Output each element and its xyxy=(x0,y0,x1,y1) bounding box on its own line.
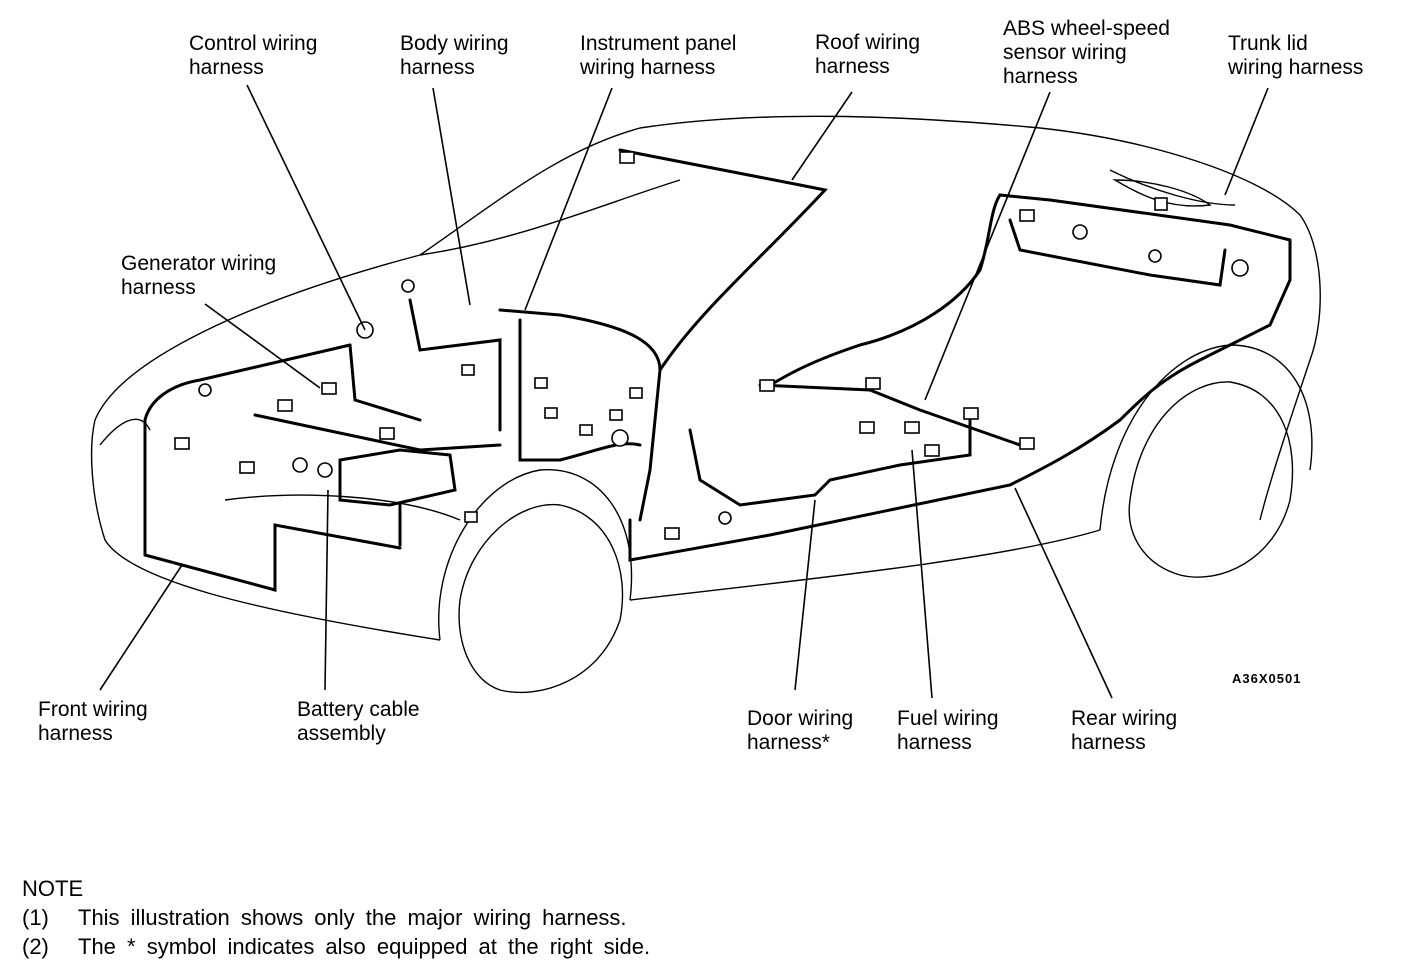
label-generator-wiring-harness: Generator wiring harness xyxy=(121,252,276,300)
label-line: ABS wheel-speed xyxy=(1003,17,1170,40)
label-line: Battery cable xyxy=(297,698,420,721)
harness-wires xyxy=(143,148,1292,592)
label-line: Roof wiring xyxy=(815,31,921,54)
note-item-text: The * symbol indicates also equipped at … xyxy=(78,934,651,959)
note-item-2: (2) The * symbol indicates also equipped … xyxy=(22,932,650,961)
label-roof-wiring-harness: Roof wiring harness xyxy=(815,31,920,79)
label-line: harness xyxy=(815,55,890,78)
rear-wheel xyxy=(1099,344,1313,578)
label-line: sensor wiring xyxy=(1003,41,1127,64)
label-line: harness* xyxy=(747,731,830,754)
label-line: Rear wiring xyxy=(1071,707,1178,730)
label-battery-cable-assembly: Battery cable assembly xyxy=(297,698,420,746)
label-line: harness xyxy=(189,56,264,79)
note-item-number: (2) xyxy=(22,934,49,959)
note-title: NOTE xyxy=(22,876,84,901)
label-line: Fuel wiring xyxy=(897,707,999,730)
leader-lines xyxy=(99,84,1269,699)
label-line: Control wiring xyxy=(189,32,318,55)
note-block: NOTE (1) This illustration shows only the… xyxy=(22,874,650,961)
note-item-number: (1) xyxy=(22,905,49,930)
label-line: harness xyxy=(38,722,113,745)
label-line: Body wiring xyxy=(400,32,509,55)
label-line: harness xyxy=(897,731,972,754)
label-control-wiring-harness: Control wiring harness xyxy=(189,32,317,80)
label-line: Front wiring xyxy=(38,698,148,721)
label-abs-wheel-speed-sensor-wiring-harness: ABS wheel-speed sensor wiring harness xyxy=(1003,17,1170,89)
label-trunk-lid-wiring-harness: Trunk lid wiring harness xyxy=(1228,32,1363,80)
label-line: wiring harness xyxy=(1228,56,1364,79)
label-rear-wiring-harness: Rear wiring harness xyxy=(1071,707,1177,755)
label-instrument-panel-wiring-harness: Instrument panel wiring harness xyxy=(580,32,736,80)
figure-code: A36X0501 xyxy=(1232,671,1302,686)
connectors xyxy=(174,151,1249,540)
car-outline xyxy=(90,115,1321,641)
label-line: Door wiring xyxy=(747,707,854,730)
label-line: Generator wiring xyxy=(121,252,277,275)
note-item-text: This illustration shows only the major w… xyxy=(78,905,627,930)
note-item-1: (1) This illustration shows only the majo… xyxy=(22,903,650,932)
front-wheel xyxy=(438,469,633,694)
label-body-wiring-harness: Body wiring harness xyxy=(400,32,509,80)
label-fuel-wiring-harness: Fuel wiring harness xyxy=(897,707,999,755)
label-front-wiring-harness: Front wiring harness xyxy=(38,698,148,746)
label-line: assembly xyxy=(297,722,386,745)
label-line: harness xyxy=(400,56,475,79)
label-door-wiring-harness: Door wiring harness* xyxy=(747,707,853,755)
label-line: harness xyxy=(121,276,196,299)
label-line: wiring harness xyxy=(580,56,716,79)
label-line: Trunk lid xyxy=(1228,32,1308,55)
label-line: Instrument panel xyxy=(580,32,737,55)
label-line: harness xyxy=(1003,65,1078,88)
label-line: harness xyxy=(1071,731,1146,754)
